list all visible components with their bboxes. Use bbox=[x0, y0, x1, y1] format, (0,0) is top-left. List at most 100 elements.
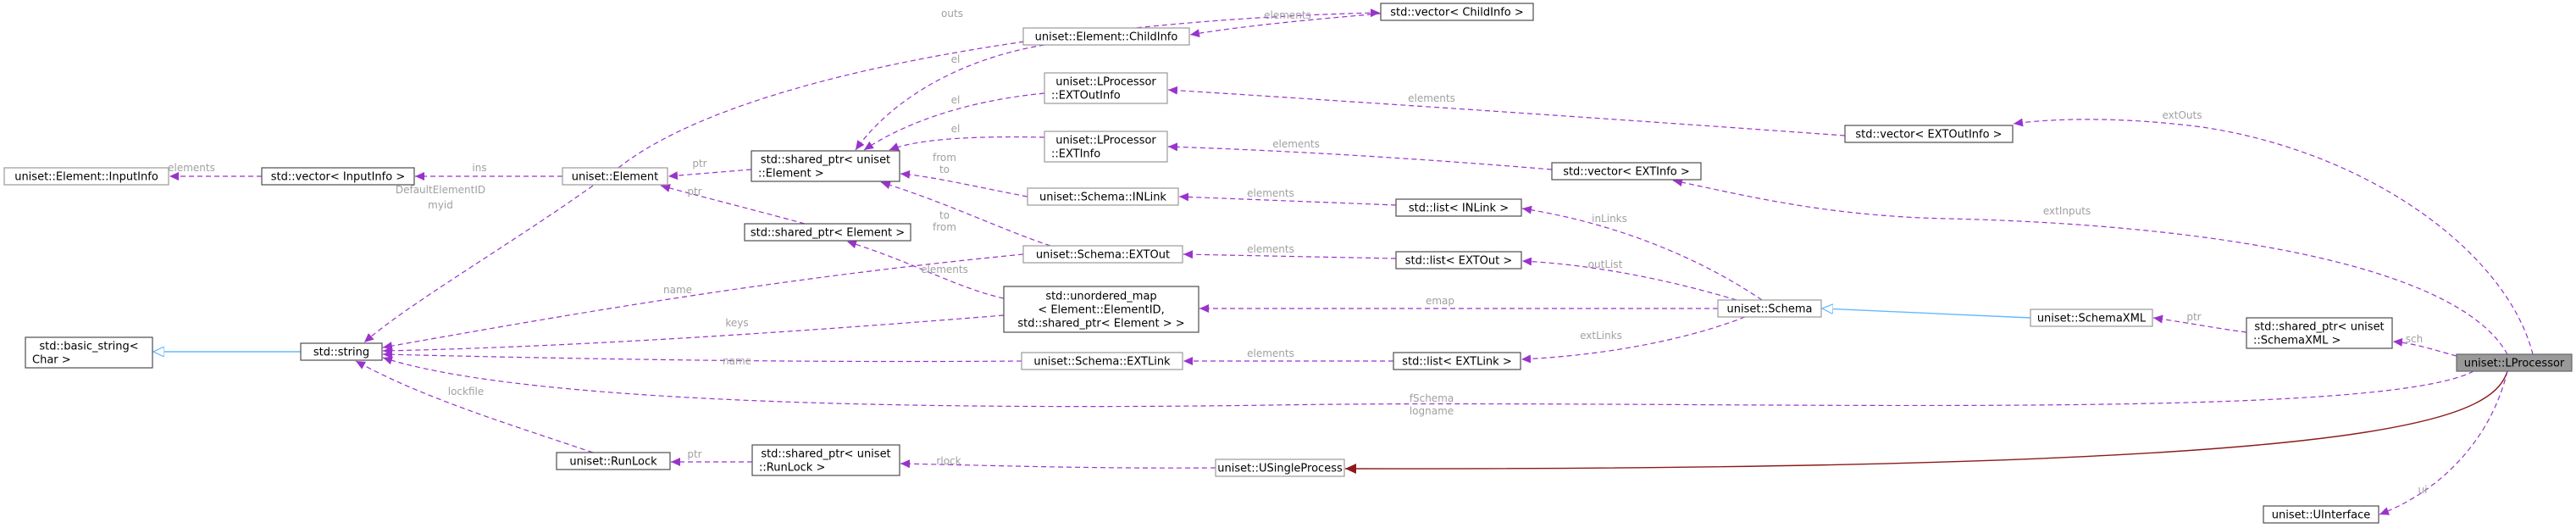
class-node-list_inlink[interactable]: std::list< INLink > bbox=[1395, 198, 1522, 217]
e-sch-connector bbox=[2392, 337, 2457, 357]
edge-label: el bbox=[951, 94, 961, 106]
class-node-inlink[interactable]: uniset::Schema::INLink bbox=[1027, 187, 1179, 206]
class-node-box bbox=[751, 444, 900, 476]
class-node-sp_element[interactable]: std::shared_ptr< Element > bbox=[744, 223, 911, 242]
class-node-extoutinfo[interactable]: uniset::LProcessor::EXTOutInfo bbox=[1044, 72, 1168, 104]
edge-label: ptr bbox=[2186, 311, 2201, 323]
class-node-box bbox=[2246, 317, 2393, 349]
edge-label: el bbox=[951, 123, 961, 135]
class-node-vec_inputinfo[interactable]: std::vector< InputInfo > bbox=[261, 167, 415, 186]
class-node-label: uniset::USingleProcess bbox=[1217, 463, 1343, 475]
e-fromto-extout-connector bbox=[880, 181, 1051, 247]
edge-label: ui bbox=[2418, 484, 2428, 496]
class-node-label: ::EXTOutInfo bbox=[1051, 90, 1121, 103]
class-node-schema[interactable]: uniset::Schema bbox=[1717, 299, 1822, 318]
class-node-box bbox=[1395, 198, 1522, 217]
class-node-box bbox=[2263, 505, 2379, 524]
edge-label: rlock bbox=[936, 455, 961, 467]
edge-label: lockfile bbox=[448, 386, 485, 397]
class-node-inputinfo[interactable]: uniset::Element::InputInfo bbox=[3, 167, 169, 186]
edge-label: to bbox=[939, 164, 950, 175]
e-extlinks-connector bbox=[1521, 316, 1746, 364]
edge-label: elements bbox=[1272, 138, 1320, 150]
class-node-label: uniset::SchemaXML bbox=[2037, 313, 2147, 325]
e-extinputs-connector bbox=[1672, 178, 2508, 355]
class-node-label: std::vector< EXTInfo > bbox=[1563, 166, 1690, 179]
class-node-label: Char > bbox=[32, 354, 71, 367]
class-node-box bbox=[3, 167, 169, 186]
class-node-box bbox=[1003, 286, 1199, 333]
class-node-lprocessor[interactable]: uniset::LProcessor bbox=[2456, 353, 2573, 372]
edge-label: elements bbox=[1247, 243, 1294, 255]
edge-label: myid bbox=[428, 199, 453, 211]
class-node-extinfo[interactable]: uniset::LProcessor::EXTInfo bbox=[1044, 131, 1168, 163]
class-node-vec_childinfo[interactable]: std::vector< ChildInfo > bbox=[1380, 3, 1534, 21]
e-name-extlink-connector bbox=[382, 350, 1022, 363]
edge-label: el bbox=[951, 53, 961, 65]
e-elements-extoutinfo-connector bbox=[1167, 86, 1846, 136]
edge-label: ptr bbox=[687, 448, 701, 460]
edge-label: outs bbox=[941, 8, 963, 19]
class-node-box bbox=[1044, 131, 1168, 163]
edge-label: elements bbox=[1247, 347, 1294, 359]
edge-label: outList bbox=[1588, 258, 1623, 270]
class-node-vec_extoutinfo[interactable]: std::vector< EXTOutInfo > bbox=[1844, 125, 2014, 143]
class-node-childinfo[interactable]: uniset::Element::ChildInfo bbox=[1022, 27, 1190, 46]
class-node-basic_string[interactable]: std::basic_string< Char > bbox=[25, 336, 153, 369]
edge-label: ptr bbox=[692, 158, 706, 170]
class-node-label: std::vector< ChildInfo > bbox=[1390, 7, 1524, 19]
e-keys-connector bbox=[382, 314, 1005, 355]
class-node-extlink[interactable]: uniset::Schema::EXTLink bbox=[1021, 352, 1183, 370]
class-node-schemaxml[interactable]: uniset::SchemaXML bbox=[2030, 308, 2153, 327]
class-node-label: std::unordered_map bbox=[1045, 291, 1156, 303]
class-node-label: uniset::Schema::EXTLink bbox=[1033, 356, 1171, 369]
class-node-label: uniset::UInterface bbox=[2272, 509, 2370, 522]
class-node-box bbox=[562, 167, 668, 186]
class-node-box bbox=[1021, 352, 1183, 370]
class-node-label: uniset::LProcessor bbox=[2464, 358, 2565, 370]
class-node-label: std::basic_string< bbox=[39, 341, 138, 353]
class-node-box bbox=[556, 452, 671, 470]
class-node-label: ::SchemaXML > bbox=[2253, 335, 2341, 347]
class-node-uinterface[interactable]: uniset::UInterface bbox=[2263, 505, 2379, 524]
class-node-box bbox=[1717, 299, 1822, 318]
e-el-extoutinfo-connector bbox=[863, 92, 1045, 151]
e-rlock-connector bbox=[900, 459, 1216, 469]
e-outs-connector bbox=[618, 8, 1381, 169]
class-node-box bbox=[1027, 187, 1179, 206]
class-node-sp_runlock[interactable]: std::shared_ptr< uniset::RunLock > bbox=[751, 444, 900, 476]
class-node-label: ::RunLock > bbox=[759, 462, 825, 475]
e-ptr-element-connector bbox=[668, 169, 752, 181]
e-elements-umap-connector bbox=[846, 240, 1005, 299]
edge-label: emap bbox=[1426, 295, 1454, 307]
class-node-label: uniset::Element bbox=[572, 171, 659, 184]
class-node-sp_uniset_element[interactable]: std::shared_ptr< uniset::Element > bbox=[751, 150, 900, 182]
e-ptr-spelement-connector bbox=[660, 184, 806, 225]
class-node-vec_extinfo[interactable]: std::vector< EXTInfo > bbox=[1551, 162, 1702, 181]
e-ptr-schemaxml-connector bbox=[2152, 314, 2247, 333]
class-node-list_extout[interactable]: std::list< EXTOut > bbox=[1395, 251, 1522, 270]
edge-label: keys bbox=[725, 317, 748, 329]
e-fromto-inlink-connector bbox=[900, 170, 1028, 197]
edge-label: fSchema bbox=[1410, 392, 1454, 404]
class-node-string[interactable]: std::string bbox=[300, 342, 383, 361]
class-node-list_extlink[interactable]: std::list< EXTLink > bbox=[1393, 352, 1521, 370]
class-node-box bbox=[1844, 125, 2014, 143]
class-node-umap[interactable]: std::unordered_map< Element::ElementID, … bbox=[1003, 286, 1199, 333]
class-node-label: std::shared_ptr< Element > > bbox=[1017, 318, 1184, 331]
edge-label: to bbox=[939, 209, 950, 221]
class-node-element[interactable]: uniset::Element bbox=[562, 167, 668, 186]
class-node-label: std::string bbox=[313, 347, 369, 359]
e-inlinks-connector bbox=[1521, 205, 1763, 301]
class-node-extout[interactable]: uniset::Schema::EXTOut bbox=[1022, 245, 1183, 264]
class-node-box bbox=[261, 167, 415, 186]
edge-label: elements bbox=[921, 264, 968, 275]
class-node-runlock[interactable]: uniset::RunLock bbox=[556, 452, 671, 470]
class-node-box bbox=[751, 150, 900, 182]
edge-label: elements bbox=[1264, 9, 1311, 21]
e-el-extinfo-connector bbox=[889, 136, 1045, 151]
class-node-sp_schemaxml[interactable]: std::shared_ptr< uniset::SchemaXML > bbox=[2246, 317, 2393, 349]
class-node-usingleprocess[interactable]: uniset::USingleProcess bbox=[1215, 459, 1345, 477]
class-node-label: std::list< EXTOut > bbox=[1405, 255, 1512, 268]
